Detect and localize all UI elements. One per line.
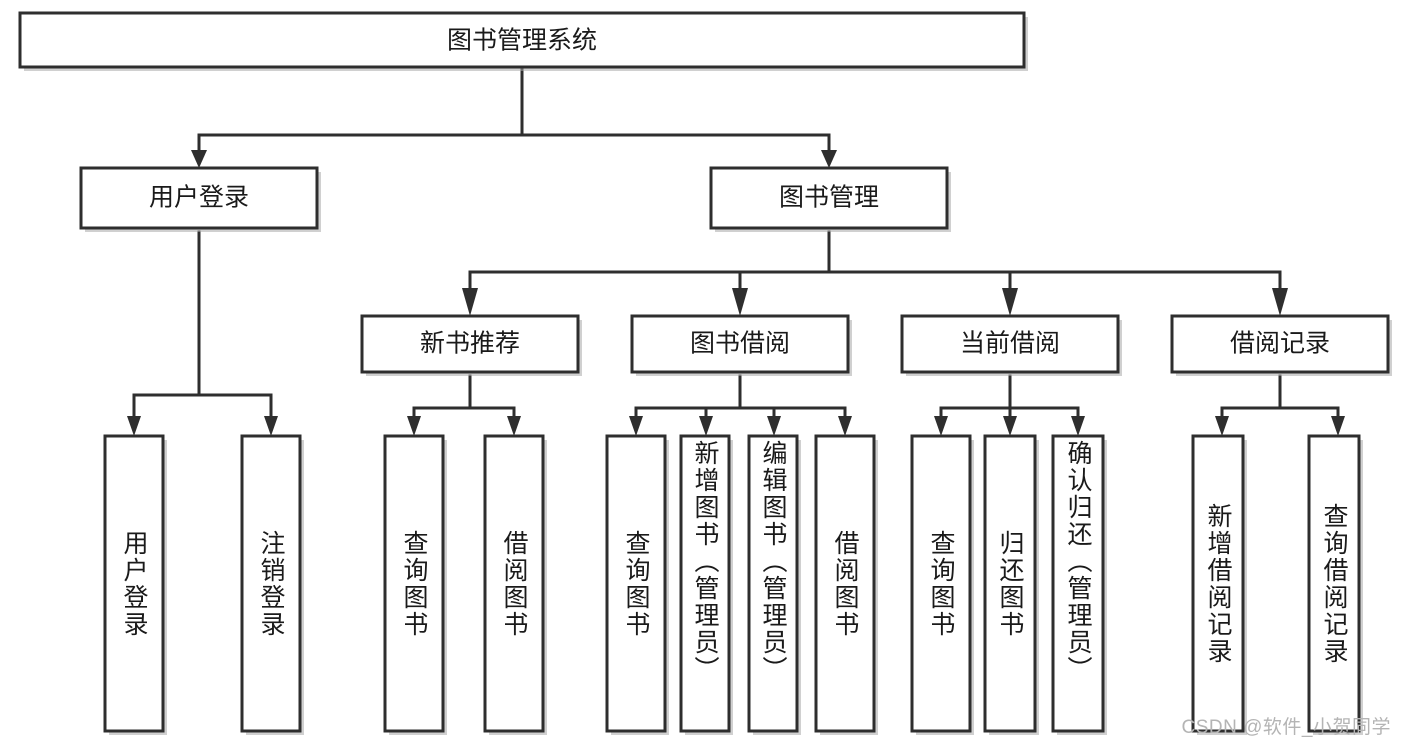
node-borrow-record-box[interactable] bbox=[1170, 314, 1390, 374]
arrow-book-borrow-leaf-3 bbox=[767, 416, 781, 436]
leaf-confirm-return-admin-box[interactable] bbox=[1051, 434, 1105, 733]
arrow-user-login-leaf-1 bbox=[127, 416, 141, 436]
node-user-login-box[interactable] bbox=[79, 166, 319, 230]
arrow-bm-to-borrow-record bbox=[1272, 288, 1288, 316]
arrow-new-book-leaf-1 bbox=[407, 416, 421, 436]
arrow-current-borrow-leaf-1 bbox=[934, 416, 948, 436]
node-new-book-recommend-box[interactable] bbox=[360, 314, 580, 374]
arrow-root-to-user-login bbox=[191, 150, 207, 168]
node-root-box[interactable] bbox=[18, 11, 1026, 69]
node-user-login-label: 用户登录 bbox=[149, 184, 249, 212]
node-current-borrow-label: 当前借阅 bbox=[960, 330, 1060, 358]
arrow-bm-to-current-borrow bbox=[1002, 288, 1018, 316]
node-root-label: 图书管理系统 bbox=[447, 27, 597, 55]
node-new-book-recommend-label: 新书推荐 bbox=[420, 330, 520, 358]
node-layer: 图书管理系统 用户登录 图书管理 新书推荐 图书借阅 当前借阅 bbox=[18, 11, 1392, 735]
node-borrow-record-label: 借阅记录 bbox=[1230, 330, 1330, 358]
arrow-borrow-record-leaf-1 bbox=[1215, 416, 1229, 436]
arrow-book-borrow-leaf-2 bbox=[699, 416, 713, 436]
leaf-edit-book-admin-box[interactable] bbox=[747, 434, 799, 733]
node-book-borrow-box[interactable] bbox=[630, 314, 850, 374]
arrow-root-to-book-management bbox=[821, 150, 837, 168]
arrow-current-borrow-leaf-3 bbox=[1071, 416, 1085, 436]
node-book-management-box[interactable] bbox=[709, 166, 949, 230]
leaf-user-login-box[interactable] bbox=[103, 434, 165, 733]
node-book-management-label: 图书管理 bbox=[779, 184, 879, 212]
leaf-borrow-book-1-box[interactable] bbox=[483, 434, 545, 733]
leaf-add-borrow-record-box[interactable] bbox=[1191, 434, 1245, 733]
arrow-book-borrow-leaf-4 bbox=[838, 416, 852, 436]
leaf-borrow-book-2-box[interactable] bbox=[814, 434, 876, 733]
leaf-query-book-3-box[interactable] bbox=[910, 434, 972, 733]
leaf-logout-login-box[interactable] bbox=[240, 434, 302, 733]
leaf-query-book-1-box[interactable] bbox=[383, 434, 445, 733]
arrow-borrow-record-leaf-2 bbox=[1331, 416, 1345, 436]
leaf-query-book-2-box[interactable] bbox=[605, 434, 667, 733]
connector-layer bbox=[127, 65, 1345, 436]
arrow-bm-to-book-borrow bbox=[732, 288, 748, 316]
leaf-return-book-box[interactable] bbox=[983, 434, 1037, 733]
node-current-borrow-box[interactable] bbox=[900, 314, 1120, 374]
arrow-current-borrow-leaf-2 bbox=[1003, 416, 1017, 436]
leaf-query-borrow-record-box[interactable] bbox=[1307, 434, 1361, 733]
leaf-add-book-admin-box[interactable] bbox=[679, 434, 731, 733]
arrow-new-book-leaf-2 bbox=[507, 416, 521, 436]
csdn-watermark: CSDN @软件_小贺同学 bbox=[1181, 717, 1391, 738]
node-book-borrow-label: 图书借阅 bbox=[690, 330, 790, 358]
arrow-bm-to-new-book-recommend bbox=[462, 288, 478, 316]
arrow-book-borrow-leaf-1 bbox=[629, 416, 643, 436]
arrow-user-login-leaf-2 bbox=[264, 416, 278, 436]
